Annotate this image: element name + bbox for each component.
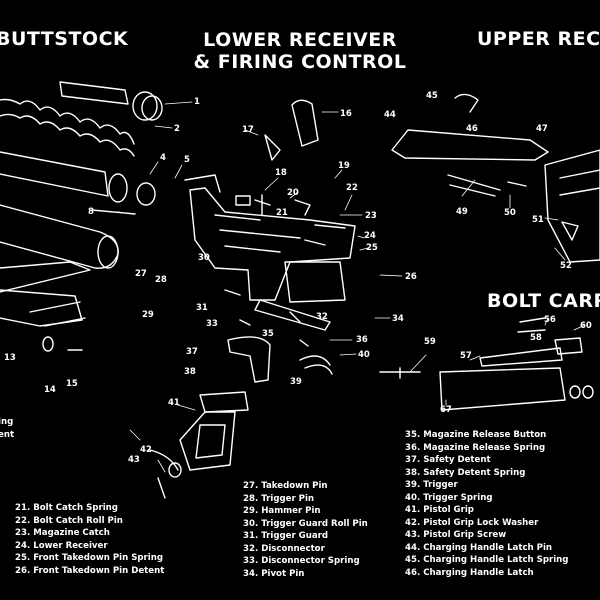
callout-5: 5: [184, 155, 190, 165]
legend-item: 46. Charging Handle Latch: [405, 567, 534, 578]
legend-item: 31. Trigger Guard: [243, 531, 329, 541]
legend-item: 23. Magazine Catch: [15, 528, 110, 538]
legend-item: 30. Trigger Guard Roll Pin: [243, 518, 368, 529]
callout-59: 59: [424, 337, 436, 347]
callout-35: 35: [262, 329, 274, 339]
callout-numbers: 1 2 4 5 8 13 14 15 16 17 18 19 20 21 22 …: [4, 91, 592, 465]
legend-column-3: 35. Magazine Release Button 36. Magazine…: [405, 429, 568, 579]
callout-57: 57: [460, 351, 472, 361]
bolt-carrier: [379, 317, 594, 411]
upper-receiver-heading: UPPER REC: [477, 28, 600, 50]
callout-4: 4: [160, 153, 166, 163]
callout-8: 8: [88, 207, 94, 217]
callout-51: 51: [532, 215, 544, 225]
legend-item: 22. Bolt Catch Roll Pin: [15, 515, 123, 526]
callout-27: 27: [135, 269, 147, 279]
callout-29: 29: [142, 310, 154, 320]
legend-fragment-left: ing ent: [0, 416, 14, 441]
upper-receiver: [391, 93, 600, 263]
callout-25: 25: [366, 243, 378, 253]
legend-item: 38. Safety Detent Spring: [405, 467, 526, 478]
legend-column-2: 27. Takedown Pin 28. Trigger Pin 29. Ham…: [243, 480, 368, 580]
legend-item: 32. Disconnector: [243, 543, 325, 554]
callout-19: 19: [338, 161, 350, 171]
callout-15: 15: [66, 379, 78, 389]
legend-column-1: 21. Bolt Catch Spring 22. Bolt Catch Rol…: [15, 502, 164, 577]
legend-item: 28. Trigger Pin: [243, 493, 315, 504]
legend-item: 29. Hammer Pin: [243, 506, 321, 516]
callout-43: 43: [128, 455, 140, 465]
legend-item: 27. Takedown Pin: [243, 481, 328, 491]
callout-23: 23: [365, 211, 377, 221]
legend-item: 33. Disconnector Spring: [243, 556, 360, 566]
legend-item: 40. Trigger Spring: [405, 492, 493, 503]
legend-item: 36. Magazine Release Spring: [405, 442, 546, 453]
lower-receiver-heading-line1: LOWER RECEIVER: [203, 29, 397, 51]
legend-item: 43. Pistol Grip Screw: [405, 530, 507, 540]
callout-31: 31: [196, 303, 208, 313]
callout-52: 52: [560, 261, 572, 271]
legend-item: 21. Bolt Catch Spring: [15, 503, 118, 513]
legend-item: 34. Pivot Pin: [243, 568, 305, 579]
callout-14: 14: [44, 385, 56, 395]
callout-44: 44: [384, 110, 396, 120]
buttstock-heading: BUTTSTOCK: [0, 28, 129, 50]
callout-36: 36: [356, 335, 368, 345]
buffer-assembly: [0, 81, 163, 352]
legend-item: 26. Front Takedown Pin Detent: [15, 565, 165, 576]
legend-fragment-item: ing: [0, 417, 14, 427]
legend-item: 41. Pistol Grip: [405, 505, 474, 515]
legend-fragment-item: ent: [0, 429, 15, 440]
callout-30: 30: [198, 253, 210, 263]
legend-item: 37. Safety Detent: [405, 455, 491, 465]
callout-21: 21: [276, 208, 288, 218]
callout-45: 45: [426, 91, 438, 101]
callout-47: 47: [536, 124, 548, 134]
callout-13: 13: [4, 353, 16, 363]
callout-1: 1: [194, 97, 200, 107]
lower-receiver: [149, 99, 356, 499]
callout-49: 49: [456, 207, 468, 217]
legend-item: 39. Trigger: [405, 480, 458, 490]
legend-item: 35. Magazine Release Button: [405, 430, 547, 440]
lower-receiver-heading: LOWER RECEIVER & FIRING CONTROL: [190, 29, 410, 73]
legend-item: 42. Pistol Grip Lock Washer: [405, 517, 539, 528]
legend-item: 45. Charging Handle Latch Spring: [405, 555, 569, 565]
callout-33: 33: [206, 319, 218, 329]
lower-receiver-heading-line2: & FIRING CONTROL: [193, 51, 407, 73]
callout-22: 22: [346, 183, 358, 193]
legend-item: 24. Lower Receiver: [15, 540, 108, 551]
callout-20: 20: [287, 188, 299, 198]
legend-item: 25. Front Takedown Pin Spring: [15, 553, 164, 563]
callout-58: 58: [530, 333, 542, 343]
callout-60: 60: [580, 321, 592, 331]
callout-39: 39: [290, 377, 302, 387]
callout-leaders: [109, 101, 586, 473]
bolt-carrier-heading: BOLT CARR: [487, 290, 600, 312]
callout-16: 16: [340, 109, 352, 119]
callout-24: 24: [364, 231, 376, 241]
callout-2: 2: [174, 124, 180, 134]
callout-17: 17: [242, 125, 254, 135]
callout-32: 32: [316, 312, 328, 322]
callout-56: 56: [544, 315, 556, 325]
callout-18: 18: [275, 168, 287, 178]
legend-item: 44. Charging Handle Latch Pin: [405, 542, 553, 553]
callout-67: 67: [440, 405, 452, 415]
callout-38: 38: [184, 367, 196, 377]
callout-40: 40: [358, 350, 370, 360]
callout-42: 42: [140, 445, 152, 455]
callout-50: 50: [504, 208, 516, 218]
callout-34: 34: [392, 314, 404, 324]
callout-28: 28: [155, 275, 167, 285]
callout-41: 41: [168, 398, 180, 408]
callout-37: 37: [186, 347, 198, 357]
callout-46: 46: [466, 124, 478, 134]
callout-26: 26: [405, 272, 417, 282]
